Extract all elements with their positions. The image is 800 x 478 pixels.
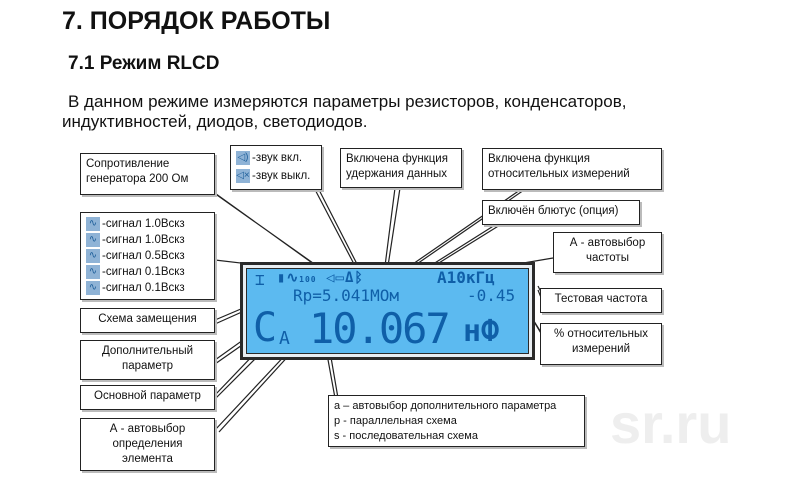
label-test-freq: Тестовая частота <box>540 288 662 313</box>
generator-resistance: 100 <box>299 275 317 284</box>
label-primary: Основной параметр <box>80 385 215 410</box>
battery-icon: ▮ <box>277 270 287 286</box>
section-title: 7. ПОРЯДОК РАБОТЫ <box>62 7 331 35</box>
subsection-title: 7.1 Режим RLCD <box>68 53 220 74</box>
mode-item: а – автовыбор дополнительного параметра <box>334 400 557 412</box>
label-text: Включён блютус (опция) <box>488 205 619 217</box>
label-text: Тестовая частота <box>554 293 648 305</box>
lcd-frequency: А10кГц <box>437 268 495 287</box>
label-text: Включена функция относительных измерений <box>488 153 630 180</box>
label-modes: а – автовыбор дополнительного параметра … <box>328 395 585 447</box>
hold-icon: ▭ <box>335 270 345 286</box>
label-auto-elem: А - автовыбор определения элемента <box>80 418 215 471</box>
signal-icon: ∿ <box>86 216 100 231</box>
label-text: -звук вкл. <box>252 152 303 164</box>
label-text: Основной параметр <box>94 390 201 402</box>
intro-paragraph: В данном режиме измеряются параметры рез… <box>62 92 627 131</box>
label-auto-freq: А - автовыбор частоты <box>553 232 662 273</box>
signal-item: -сигнал 0.1Вскз <box>102 282 185 294</box>
speaker-off-icon: ◁× <box>236 168 250 183</box>
signal-item: -сигнал 1.0Вскз <box>102 218 185 230</box>
label-text: Дополнительный параметр <box>101 345 194 372</box>
label-text: Включена функция удержания данных <box>346 153 448 180</box>
label-text: % относительных измерений <box>554 328 648 355</box>
label-text: А - автовыбор частоты <box>569 237 646 264</box>
lcd-secondary: Rp=5.041MОм <box>293 286 399 305</box>
signal-icon: ∿ <box>86 248 100 263</box>
speaker-on-icon: ◁) <box>236 150 250 165</box>
lcd-unit: нФ <box>463 314 500 349</box>
label-text: Схема замещения <box>98 313 197 325</box>
signal-item: -сигнал 1.0Вскз <box>102 234 185 246</box>
label-relative: Включена функция относительных измерений <box>482 148 662 190</box>
lcd-symbol: C <box>253 305 278 351</box>
signal-icon: ∿ <box>86 232 100 247</box>
lcd-symbol-sub: A <box>279 328 290 349</box>
label-bluetooth: Включён блютус (опция) <box>482 200 640 225</box>
label-hold: Включена функция удержания данных <box>340 148 462 188</box>
lcd-relative: -0.45 <box>467 286 516 305</box>
watermark: sr.ru <box>610 392 732 455</box>
circuit-scheme-icon: ⌶ <box>255 270 265 289</box>
mode-item: p - параллельная схема <box>334 415 457 427</box>
label-scheme: Схема замещения <box>80 308 215 333</box>
lcd-main-value: 10.067 <box>309 304 451 353</box>
lcd-display: ⌶ ▮∿100 ◁▭Δᛒ А10кГц Rp=5.041MОм -0.45 C … <box>240 262 535 360</box>
delta-icon: Δ <box>344 270 355 286</box>
lcd-status-icons: ▮∿100 ◁▭Δᛒ <box>277 269 364 289</box>
label-percent: % относительных измерений <box>540 323 662 365</box>
label-text: А - автовыбор определения элемента <box>109 423 186 465</box>
speaker-icon: ◁ <box>326 270 336 286</box>
signal-item: -сигнал 0.1Вскз <box>102 266 185 278</box>
label-signals: ∿-сигнал 1.0Вскз ∿-сигнал 1.0Вскз ∿-сигн… <box>80 212 215 300</box>
signal-icon: ∿ <box>86 264 100 279</box>
label-generator: Сопротивление генератора 200 Ом <box>80 153 215 195</box>
mode-item: s - последовательная схема <box>334 430 478 442</box>
label-secondary: Дополнительный параметр <box>80 340 215 380</box>
label-text: -звук выкл. <box>252 170 311 182</box>
label-text: Сопротивление генератора 200 Ом <box>86 158 189 185</box>
signal-item: -сигнал 0.5Вскз <box>102 250 185 262</box>
signal-icon: ∿ <box>86 280 100 295</box>
label-sound: ◁)-звук вкл. ◁×-звук выкл. <box>230 145 322 190</box>
signal-wave-icon: ∿ <box>286 270 300 286</box>
bluetooth-icon: ᛒ <box>354 270 364 286</box>
